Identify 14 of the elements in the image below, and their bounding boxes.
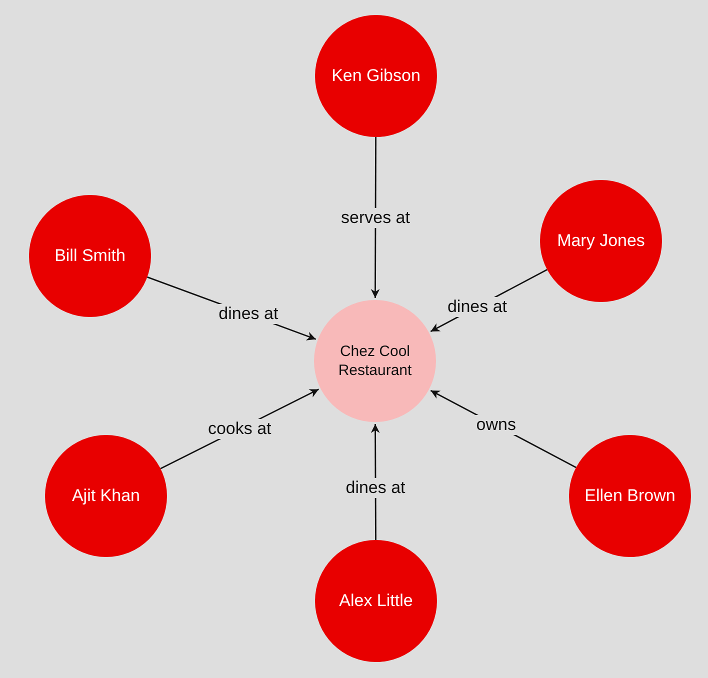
node-label: Ajit Khan (72, 484, 140, 507)
edge-label: cooks at (206, 418, 274, 439)
arrow (370, 137, 380, 298)
node-label: Chez Cool Restaurant (337, 342, 413, 380)
node-label: Mary Jones (557, 230, 645, 252)
node-label: Ellen Brown (584, 484, 676, 507)
edge-label: serves at (339, 208, 412, 228)
node-label: Bill Smith (54, 244, 126, 267)
edge-label: owns (474, 415, 518, 436)
node-label: Alex Little (339, 590, 413, 612)
node-label: Ken Gibson (332, 64, 420, 87)
edge-label: dines at (216, 304, 280, 324)
edge-label: dines at (445, 296, 509, 317)
edge-label: dines at (344, 478, 408, 498)
